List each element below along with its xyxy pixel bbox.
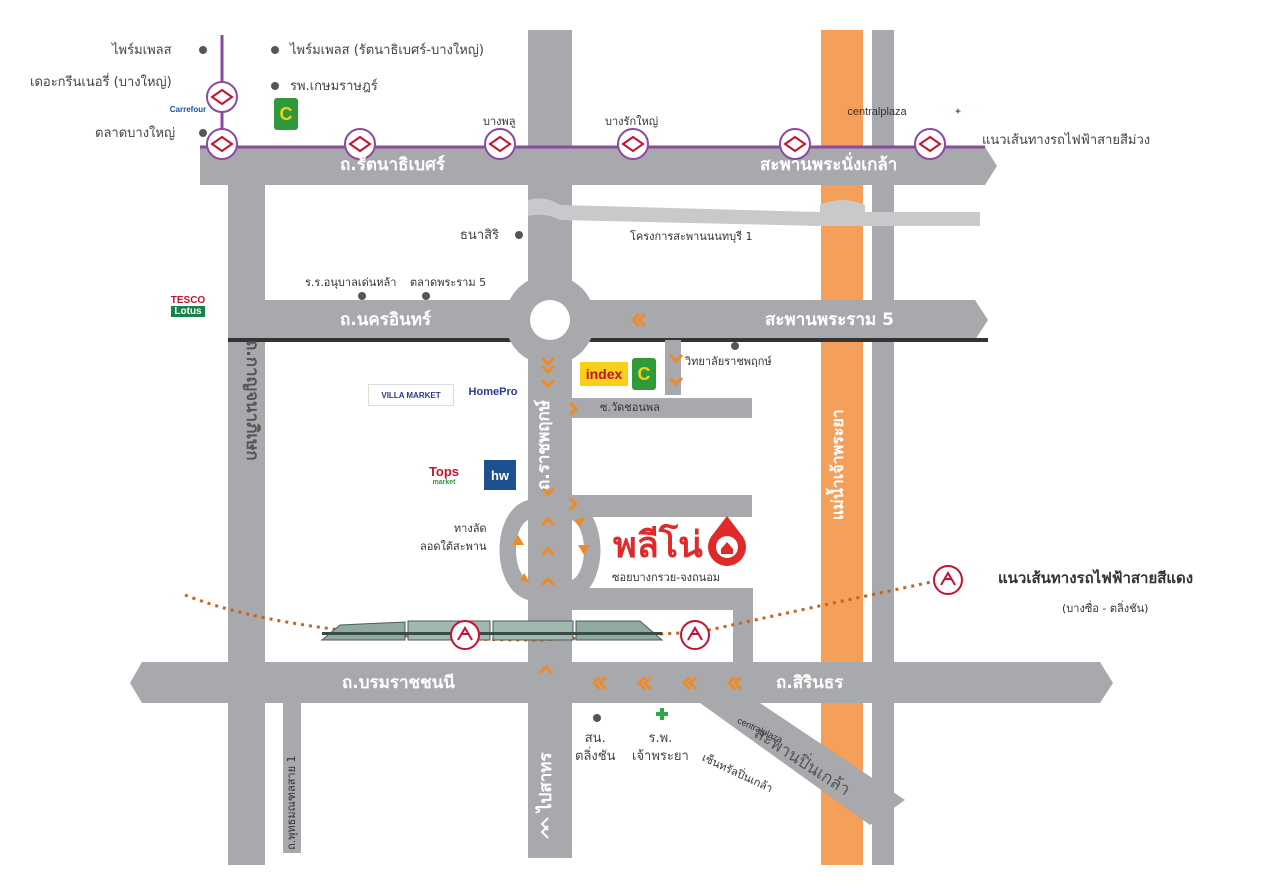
tops-logo: Tops market [424,460,464,490]
big-c-logo-2: C [632,358,656,390]
river-side-road [872,30,894,865]
tesco-lotus-logo: TESCO Lotus [163,290,213,322]
ratchaphruek-college-label: วิทยาลัยราชพฤกษ์ [685,355,772,368]
place-dots [199,46,739,722]
anuban-school-label: ร.ร.อนุบาลเด่นหล้า [305,276,397,289]
taling-chan-district-label: สน. ตลิ่งชัน [575,731,616,765]
red-line [184,576,951,642]
villa-market-logo: VILLA MARKET [368,384,454,406]
pricemall-right-label: ไพร์มเพลส (รัตนาธิเบศร์-บางใหญ่) [290,43,484,58]
soi-wat-chonglom [572,398,752,418]
bridge-project-road [528,198,980,226]
shortcut-label: ทางลัด ลอดใต้สะพาน [420,522,487,553]
shortcut-loop [499,500,528,600]
rama5-bridge-label: สะพานพระราม 5 [765,310,894,330]
pricemall-left-label: ไพร์มเพลส [112,43,172,58]
kanchanaphisek-label: ถ.กาญจนาภิเษก [242,340,262,461]
phutthamonthon-road [283,703,301,853]
purple-station-markers [206,81,946,160]
phra-ram5-market-label: ตลาดพระราม 5 [410,276,487,289]
shortcut-arrows [512,517,590,583]
phai-sathan-label: ไปสาทร [536,752,556,812]
nakhon-in-label: ถ.นครอินทร์ [340,310,432,330]
project-pin-icon [708,516,746,566]
red-line-sub-label: (บางซื่อ - ตลิ่งชัน) [1062,602,1149,615]
phra-nang-klao-bridge-label: สะพานพระนั่งเกล้า [760,155,898,175]
carrefour-logo: Carrefour [169,104,207,114]
kasemrad-hospital-label: รพ.เกษมราษฎร์ [290,79,378,94]
ratchaphruek-road [528,30,572,858]
central-plaza-logo: centralplaza [847,106,907,118]
bang-yai-market-label: ตลาดบางใหญ่ [95,126,176,141]
nakhon-in-road [262,300,988,340]
soi-bangkruai-top [572,495,752,517]
soi-bangkruai-label: ซอยบางกรวย-จงถนอม [612,571,721,584]
homeworks-logo: hw [484,460,516,490]
soi-bangkruai-bottom [572,588,752,610]
the-greenery-label: เดอะกรีนเนอรี่ (บางใหญ่) [30,75,172,90]
phutthamonthon-label: ถ.พุทธมณฑลสาย 1 [285,755,298,850]
borommaratchachonnani-road [130,662,1113,703]
nakhon-in-shadow [228,338,988,342]
purple-line-label: แนวเส้นทางรถไฟฟ้าสายสีม่วง [982,133,1151,148]
kanchanaphisek-road [228,147,265,865]
rattanathibet-label: ถ.รัตนาธิเบศร์ [340,155,445,175]
borommaratchachonnani-label: ถ.บรมราชชนนี [342,673,455,693]
ratchaphruek-label: ถ.ราชพฤกษ์ [534,400,554,490]
direction-arrows [538,312,743,691]
tesco-top-label: TESCO [170,295,206,306]
chaophraya-hospital-label: ร.พ. เจ้าพระยา [632,731,689,765]
bridge-project-arch [820,200,865,225]
chaophraya-river-label: แม่น้ำเจ้าพระยา [828,409,847,520]
big-c-logo: C [274,98,298,130]
sirindhorn-label: ถ.สิรินธร [776,673,844,693]
the-mall-logo: ✦ [954,106,962,116]
tops-sub-label: market [432,479,456,486]
soi-wat-chonglom-label: ซ.วัดชอนพล [600,401,660,414]
purple-station-icons [210,88,942,153]
bridge-project-label: โครงการสะพานนนทบุรี 1 [630,230,753,243]
index-logo: index [580,362,628,386]
bang-phlu-station-label: บางพลู [483,115,516,128]
tesco-bottom-label: Lotus [171,306,205,317]
bang-rak-yai-station-label: บางรักใหญ่ [605,115,659,128]
pinklao-bridge [700,703,905,825]
roundabout-center [530,300,570,340]
homepro-logo: HomePro [468,386,518,398]
thanasiri-label: ธนาสิริ [460,228,500,243]
hospital-cross-icon [656,708,668,720]
train-graphic [320,620,664,641]
college-road [665,340,681,395]
phai-sathan-arrow [540,817,549,839]
red-line-label: แนวเส้นทางรถไฟฟ้าสายสีแดง [998,569,1194,587]
project-name: พลีโน่ [613,525,703,566]
tops-label: Tops [428,464,460,479]
red-station-icons [457,571,956,641]
